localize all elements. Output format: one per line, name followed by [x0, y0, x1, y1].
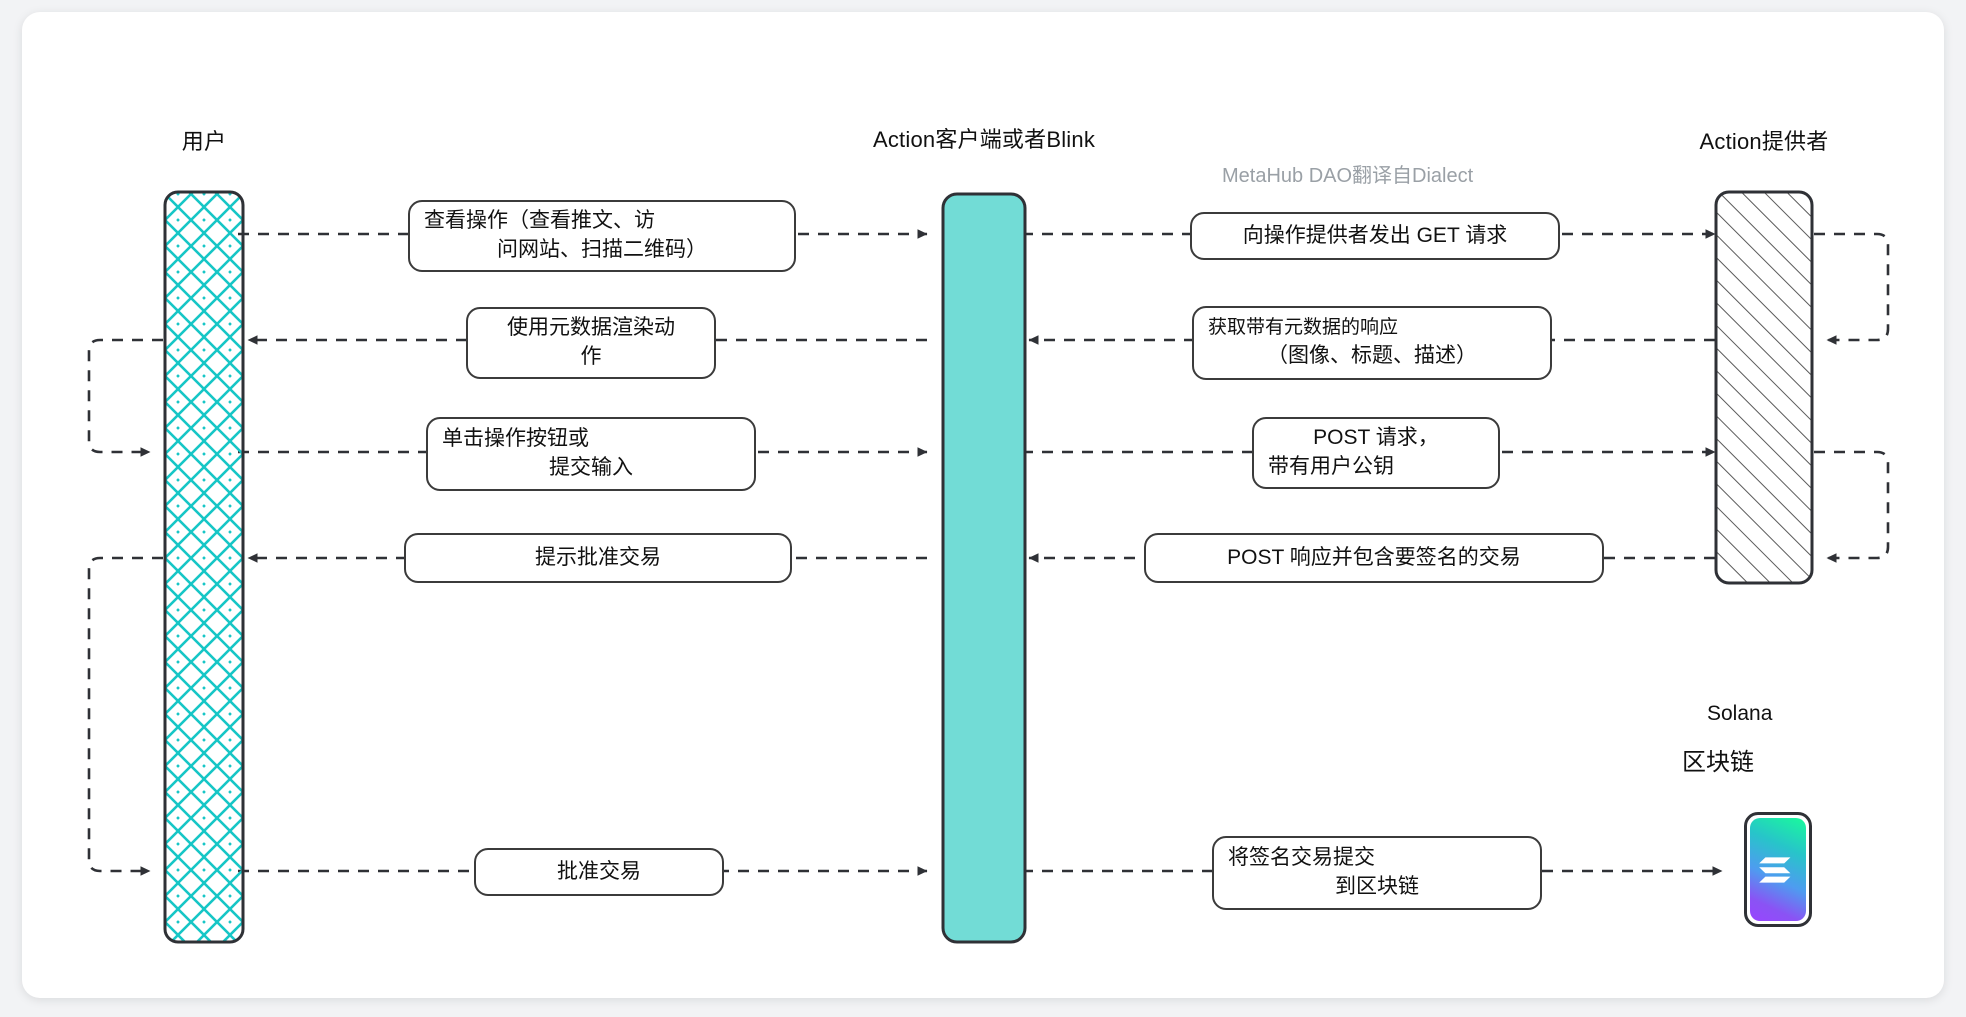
solana-logo-icon — [1744, 812, 1812, 927]
participant-header-provider: Action提供者 — [1699, 129, 1829, 154]
message-box-post-response: POST 响应并包含要签名的交易 — [1144, 533, 1604, 583]
message-box-metadata-response: 获取带有元数据的响应 （图像、标题、描述） — [1192, 306, 1552, 380]
message-box-prompt-approve: 提示批准交易 — [404, 533, 792, 583]
message-box-approve-tx: 批准交易 — [474, 848, 724, 896]
sequence-connectors — [87, 190, 1890, 944]
watermark-attribution: MetaHub DAO翻译自Dialect — [1222, 165, 1474, 187]
lifeline-client — [941, 192, 1027, 944]
solana-glyph — [1759, 856, 1791, 883]
lifeline-provider — [1714, 190, 1814, 585]
participant-header-user: 用户 — [181, 129, 227, 154]
lifeline-user — [163, 190, 245, 944]
message-box-view-action: 查看操作（查看推文、访 问网站、扫描二维码） — [408, 200, 796, 272]
message-box-get-request: 向操作提供者发出 GET 请求 — [1190, 212, 1560, 260]
message-box-submit-to-chain: 将签名交易提交 到区块链 — [1212, 836, 1542, 910]
blockchain-name-label: Solana — [1707, 702, 1773, 725]
message-box-render-metadata: 使用元数据渲染动 作 — [466, 307, 716, 379]
blockchain-cn-label: 区块链 — [1682, 749, 1754, 776]
message-box-post-request: POST 请求， 带有用户公钥 — [1252, 417, 1500, 489]
diagram-canvas: 用户 Action客户端或者Blink Action提供者 MetaHub DA… — [22, 12, 1944, 998]
message-box-click-action: 单击操作按钮或 提交输入 — [426, 417, 756, 491]
participant-header-client: Action客户端或者Blink — [872, 127, 1096, 152]
